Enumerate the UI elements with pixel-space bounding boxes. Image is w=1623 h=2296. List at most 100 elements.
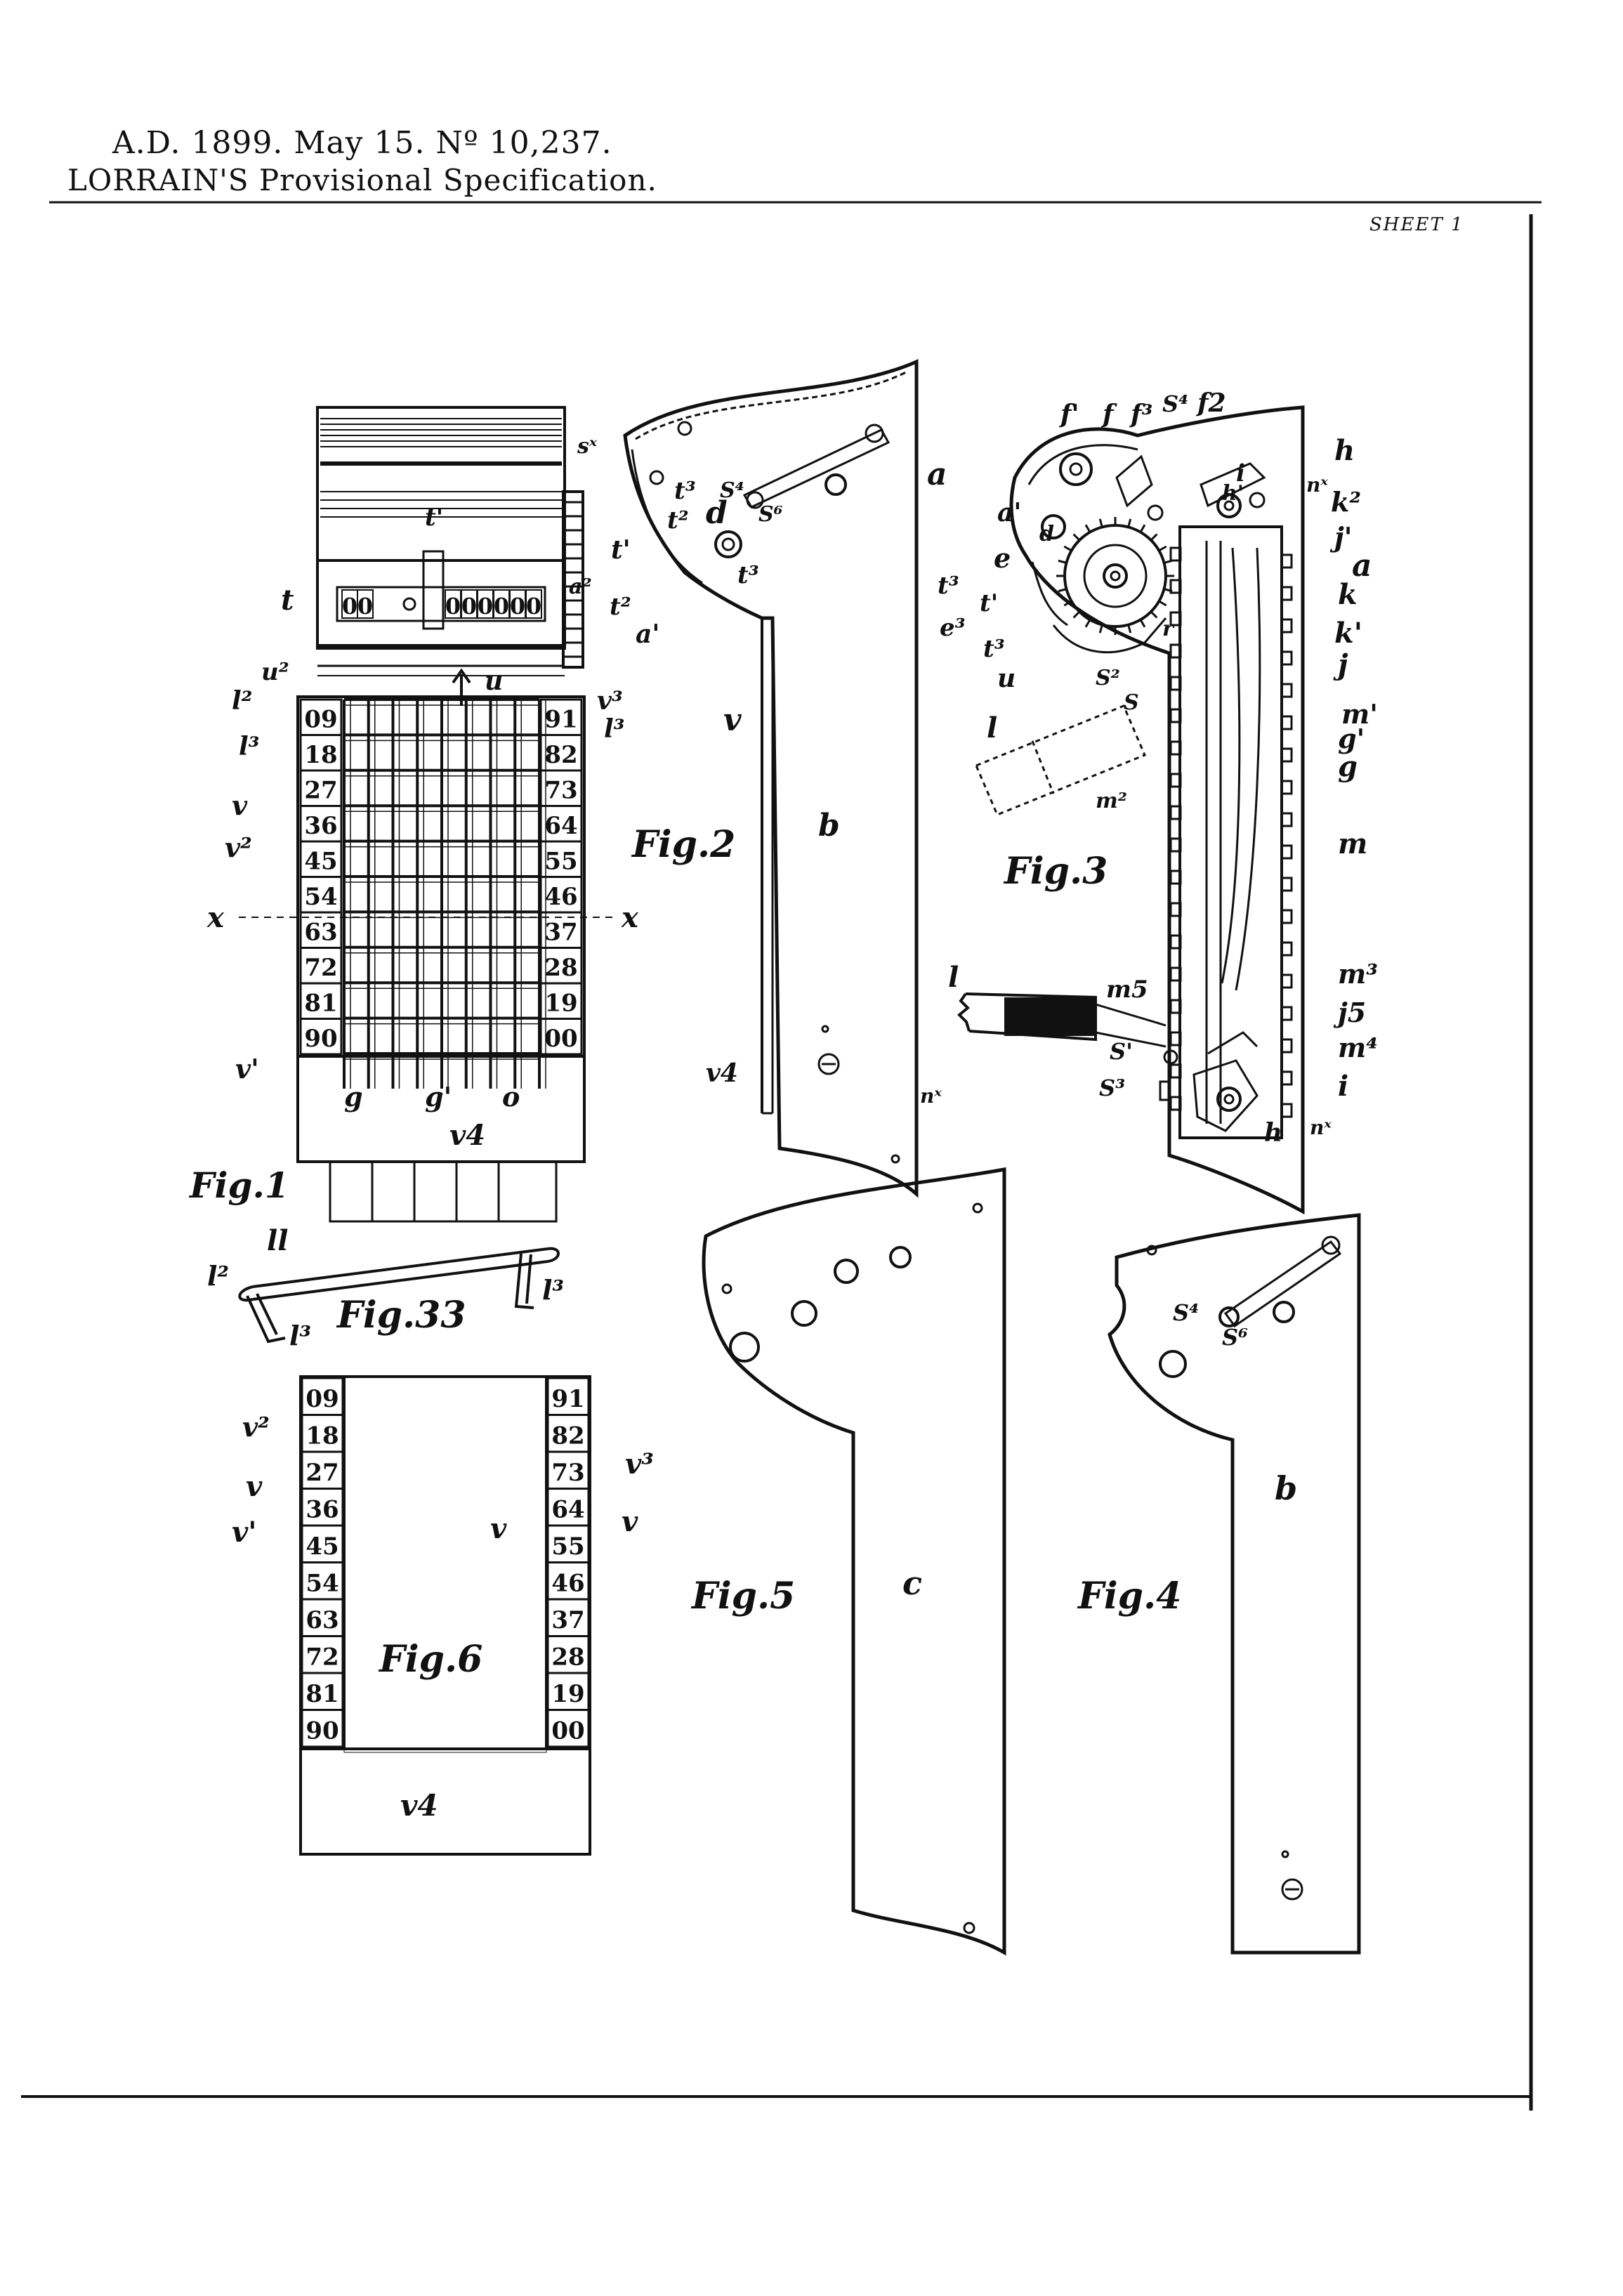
ladder-number: 00	[551, 1717, 584, 1745]
ladder-number: 45	[304, 847, 337, 875]
fig1-label-v1: v'	[235, 1053, 259, 1084]
fig3-frame-teeth	[1169, 546, 1293, 1118]
fig3-label-g: g	[1338, 750, 1358, 783]
ladder-number: 28	[544, 954, 577, 982]
fig2-plate-outline	[623, 359, 919, 1198]
fig6-label-v: v	[246, 1470, 263, 1503]
fig3-label-j5: j5	[1333, 997, 1366, 1028]
figure-2-side-plate-assembly: S⁴ S⁶ t³ d t² t' t² a' t³ a v b v4 nˣ Fi…	[610, 359, 947, 1198]
figure-33-clip: l² l³ l³ Fig.33	[207, 1247, 564, 1351]
fig3-label-l-lower: l	[948, 961, 959, 994]
figure-4-plate-b: S⁴ S⁶ b Fig.4	[1077, 1213, 1361, 1955]
ladder-number: 19	[551, 1680, 584, 1708]
fig3-label-h: h	[1334, 434, 1355, 467]
fig1-label-o: o	[502, 1081, 520, 1113]
fig3-label-e: e	[994, 542, 1011, 574]
fig3-label-h-lower: h	[1264, 1118, 1282, 1148]
ladder-number: 36	[305, 1495, 339, 1523]
fig1-label-u2: u²	[261, 658, 289, 686]
ladder-number: 55	[551, 1533, 584, 1561]
ladder-number: 27	[304, 776, 337, 804]
fig1-label-t1: t'	[425, 504, 443, 532]
fig3-label-m: m	[1338, 827, 1367, 860]
ladder-number: 82	[544, 741, 577, 769]
fig2-label-a: a	[927, 457, 947, 492]
fig1-label-v: v	[232, 789, 248, 821]
fig3-handle-dotted	[975, 704, 1146, 816]
fig3-label-f1: f'	[1058, 400, 1079, 429]
fig6-label-v1: v'	[232, 1516, 257, 1549]
fig33-label-l3b: l³	[542, 1274, 564, 1306]
fig3-label-j1: j'	[1329, 521, 1352, 553]
ladder-number: 63	[304, 918, 337, 946]
fig2-label-a1: a'	[636, 619, 659, 649]
fig3-label-s1: S'	[1110, 1038, 1133, 1065]
fig3-label-s4: S⁴	[1162, 391, 1188, 417]
fig1-label-l3-right: l³	[604, 714, 624, 744]
fig3-label-f3: f³	[1129, 400, 1152, 429]
ladder-number: 36	[304, 812, 337, 840]
fig1-label-v4: v4	[449, 1119, 485, 1152]
fig3-label-k2: k²	[1331, 486, 1361, 518]
fig3-label-m1: m'	[1341, 698, 1378, 730]
fig3-label-j: j	[1333, 648, 1348, 681]
ladder-cell	[301, 1709, 344, 1748]
fig3-spring-m	[1221, 547, 1241, 984]
ladder-number: 18	[304, 741, 337, 769]
ladder-number: 91	[544, 705, 577, 733]
fig3-label-m2: m²	[1096, 789, 1127, 813]
fig3-wheel-teeth	[1056, 517, 1174, 635]
ladder-number: 09	[304, 705, 337, 733]
ladder-number: 55	[544, 847, 577, 875]
ladder-number: 37	[551, 1606, 584, 1634]
fig1-label-g1: g'	[425, 1081, 452, 1113]
fig3-label-s2: S²	[1096, 666, 1120, 690]
ladder-number: 28	[551, 1643, 584, 1671]
counter-digit-box	[357, 589, 374, 619]
header-patent-number: A.D. 1899. May 15. Nº 10,237.	[112, 125, 612, 161]
fig1-label-u: u	[485, 667, 503, 696]
fig1-label-v3: v³	[597, 686, 623, 716]
counter-digit: 0	[357, 593, 373, 619]
fig3-label-k1: k'	[1334, 617, 1362, 650]
ladder-number: 18	[305, 1422, 339, 1450]
fig2-label-d: d	[706, 495, 728, 531]
fig3-label-t3: t³	[938, 572, 959, 600]
ladder-number: 64	[551, 1495, 584, 1523]
counter-digit: 0	[445, 593, 461, 619]
fig2-label-nx: nˣ	[920, 1084, 942, 1108]
header-specification-title: LORRAIN'S Provisional Specification.	[67, 163, 657, 197]
fig2-label-t1: t'	[611, 535, 631, 565]
fig4-label-b: b	[1275, 1469, 1297, 1507]
fig1-key-grid	[343, 698, 546, 1089]
fig6-label-v-mid: v	[490, 1512, 507, 1545]
counter-digit-box	[525, 589, 542, 619]
sheet-label: SHEET 1	[1369, 214, 1464, 235]
ladder-number: 46	[544, 883, 577, 911]
fig3-label-m4: m⁴	[1338, 1032, 1378, 1063]
fig6-label-v-right: v	[622, 1505, 638, 1538]
ladder-number: 81	[304, 989, 337, 1017]
fig3-label-nx-lower: nˣ	[1310, 1116, 1332, 1139]
fig3-label-l: l	[987, 711, 997, 744]
counter-digit: 0	[510, 593, 525, 619]
fig3-label-f: f	[1100, 400, 1117, 429]
fig3-frame	[1178, 525, 1283, 1139]
ladder-number: 72	[305, 1643, 339, 1671]
fig1-label-v2: v²	[225, 832, 252, 863]
counter-digit: 0	[494, 593, 509, 619]
fig3-label-s: S	[1124, 690, 1139, 715]
fig1-label-a2: a²	[569, 575, 592, 599]
ladder-number: 09	[305, 1385, 339, 1413]
fig1-housing-hatching	[320, 418, 562, 518]
fig6-base-v4	[299, 1747, 591, 1856]
fig5-caption: Fig.5	[690, 1575, 795, 1618]
fig1-label-x-right: x	[621, 901, 639, 934]
ladder-number: 72	[304, 954, 337, 982]
fig4-plate-outline	[1108, 1213, 1361, 1955]
fig1-counter-pointer	[422, 550, 445, 630]
fig1-label-l3: l³	[239, 732, 259, 761]
